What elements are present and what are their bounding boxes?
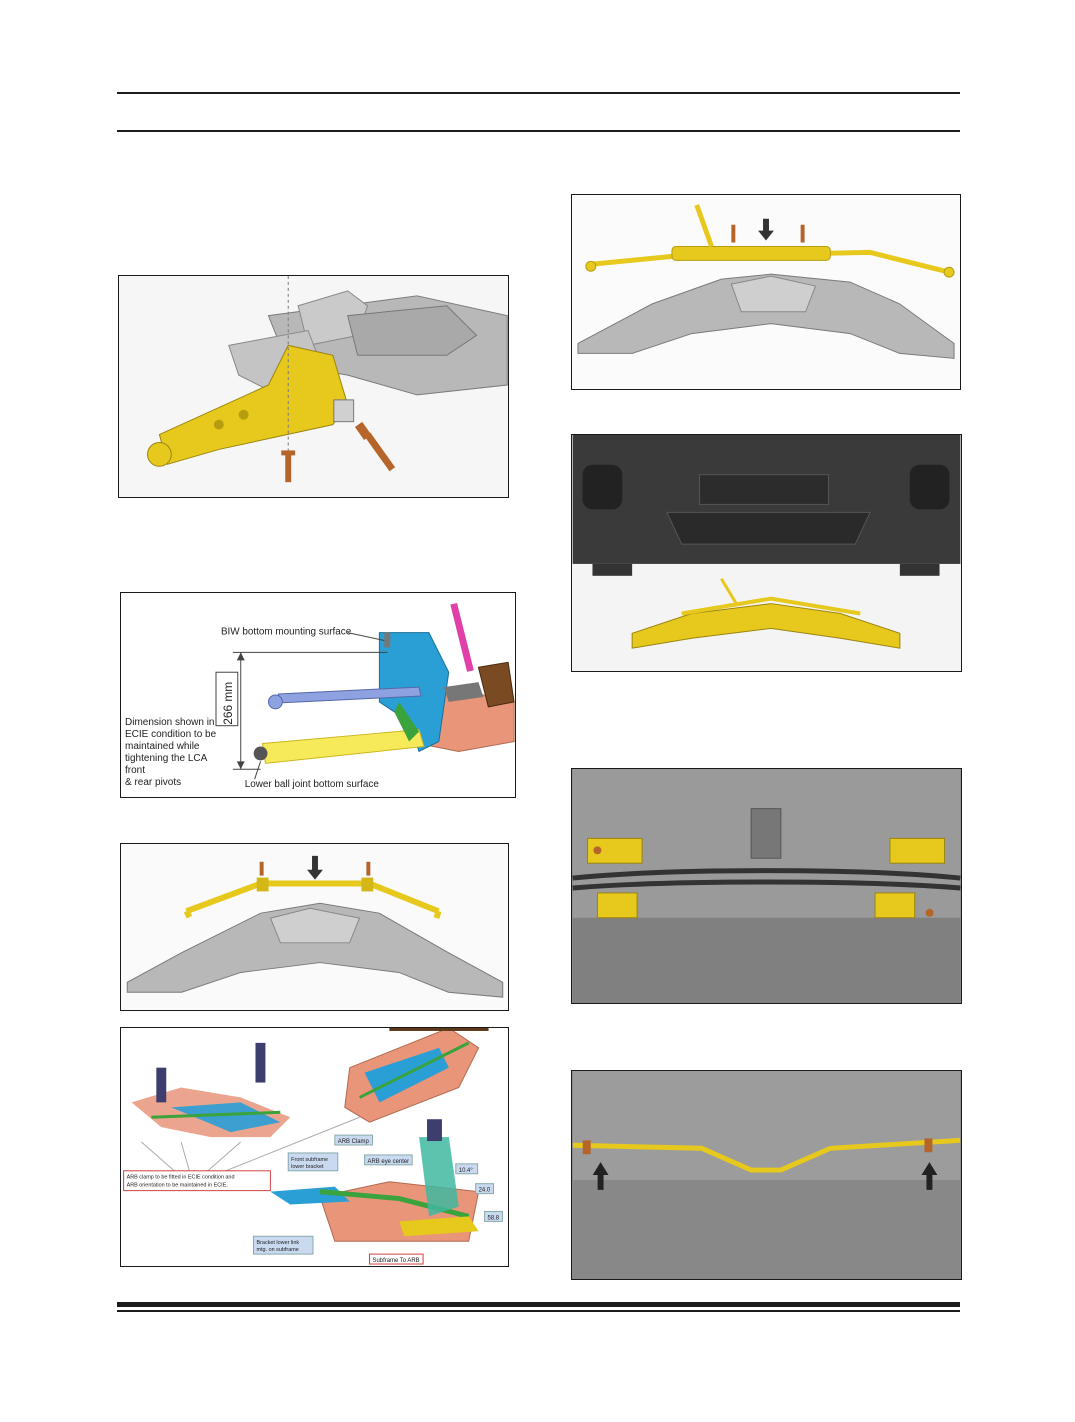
biw-label: BIW bottom mounting surface — [221, 627, 352, 638]
dimension-note: Dimension shown in ECIE condition to be … — [125, 717, 220, 789]
dim-angle: 10.4° — [459, 1168, 474, 1174]
footer-rule-thin — [117, 1310, 960, 1312]
note-line: ECIE condition to be — [125, 729, 217, 740]
label-subframe-to-arb: Subframe To ARB — [373, 1258, 420, 1264]
header-rule-bottom — [117, 130, 960, 132]
label-front-subframe-1: Front subframe — [291, 1157, 328, 1163]
figure-steering-rack — [571, 194, 961, 390]
figure-underbody-arb — [571, 1070, 962, 1280]
figure-dimension-266mm: 266 mm BIW bottom mounting surface Lower… — [120, 592, 516, 798]
dim-24: 24.0 — [479, 1188, 491, 1194]
header-rule-top — [117, 92, 960, 94]
note-line: & rear pivots — [125, 777, 182, 788]
label-bracket-lower-link-1: Bracket lower link — [256, 1240, 299, 1246]
note-line: maintained while — [125, 741, 200, 752]
note-line: tightening the LCA front — [125, 753, 207, 776]
arb-clamp-note-1: ARB clamp to be fitted in ECIE condition… — [127, 1175, 235, 1181]
figure-arb-detail: ARB clamp to be fitted in ECIE condition… — [120, 1027, 509, 1267]
figure-lower-control-arm — [118, 275, 509, 498]
figure-arb-subframe — [120, 843, 509, 1011]
label-bracket-lower-link-2: mtg. on subframe — [256, 1247, 298, 1253]
label-arb-clamp: ARB Clamp — [338, 1139, 370, 1145]
label-arb-eye-center: ARB eye center — [368, 1159, 410, 1165]
figure-underbody-brackets — [571, 768, 962, 1004]
ball-joint-label: Lower ball joint bottom surface — [245, 779, 380, 790]
footer-rule-thick — [117, 1302, 960, 1307]
dimension-value: 266 mm — [221, 682, 235, 725]
note-line: Dimension shown in — [125, 717, 215, 728]
dim-58: 58.8 — [488, 1215, 500, 1221]
arb-clamp-note-2: ARB orientation to be maintained in ECIE… — [127, 1183, 229, 1189]
figure-vehicle-front — [571, 434, 962, 672]
label-front-subframe-2: lower bracket — [291, 1164, 324, 1170]
